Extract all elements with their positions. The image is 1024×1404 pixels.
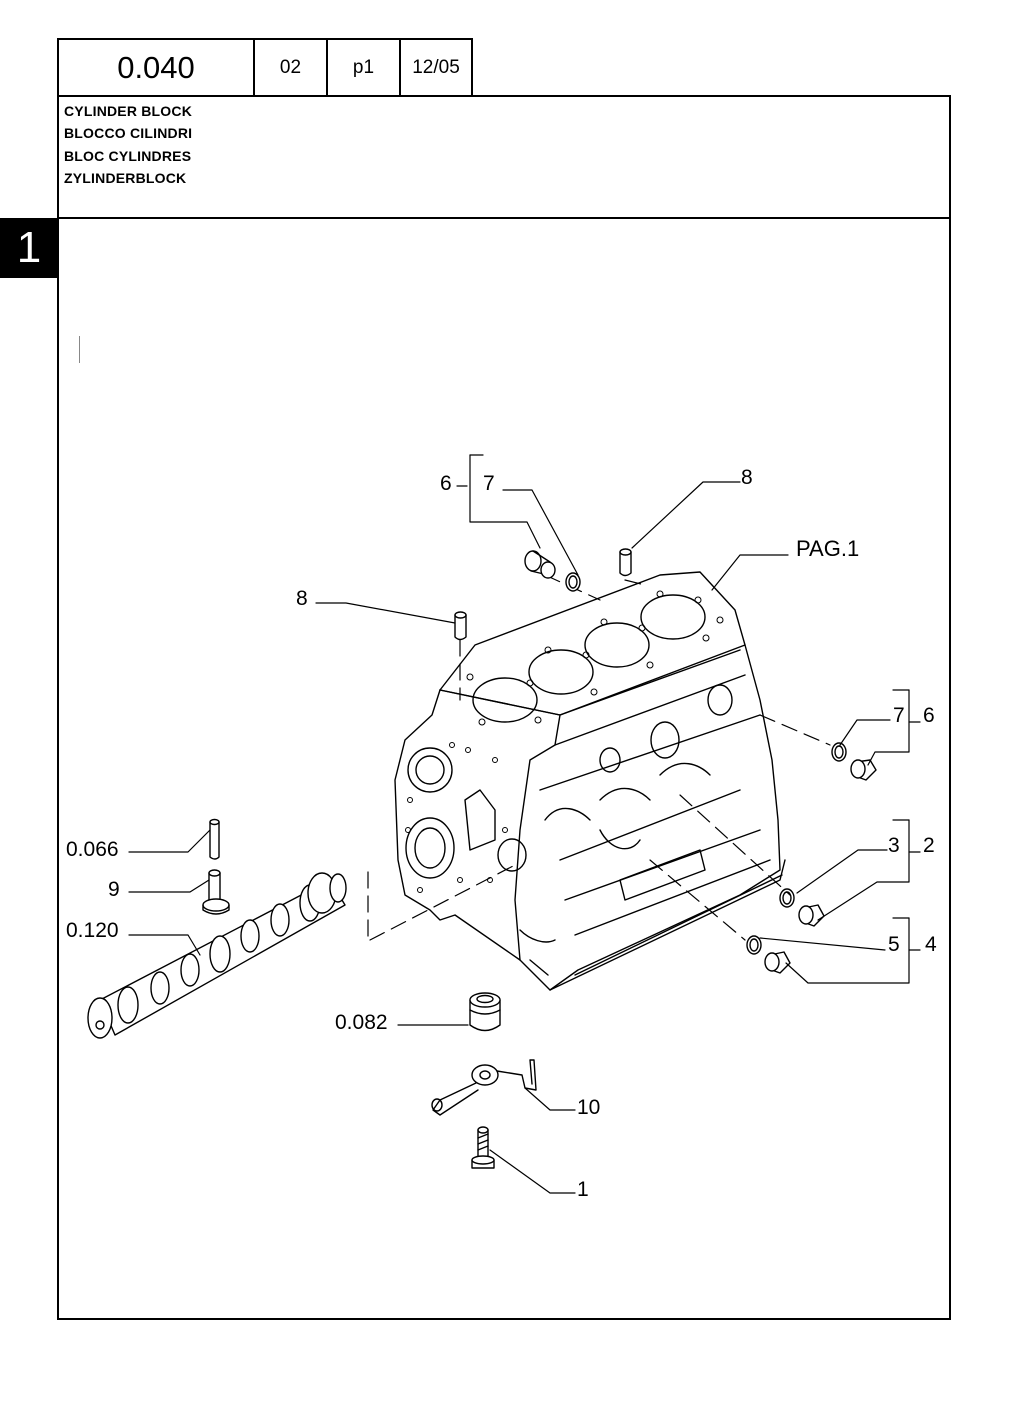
callout-pag1: PAG.1 [796, 536, 859, 561]
pin-drawing [202, 869, 230, 915]
callout-6-top: 6 [440, 472, 452, 495]
title-french: BLOC CYLINDRES [64, 148, 192, 164]
margin-tick [79, 336, 80, 363]
bushing-drawing [209, 818, 220, 860]
bolt-drawing [471, 1126, 495, 1169]
callout-3: 3 [888, 834, 900, 857]
drawing-frame [57, 217, 951, 1320]
callout-10: 10 [577, 1096, 600, 1119]
callout-4: 4 [925, 933, 937, 956]
oil-nozzle-drawing [431, 1059, 537, 1116]
callout-1: 1 [577, 1178, 589, 1201]
dowel-pins-drawing [454, 548, 632, 641]
camshaft-drawing [87, 872, 347, 1039]
callout-0066: 0.066 [66, 838, 119, 861]
page-number: p1 [326, 38, 401, 97]
title-german: ZYLINDERBLOCK [64, 170, 187, 186]
callout-7-right: 7 [893, 704, 905, 727]
callout-8-left: 8 [296, 587, 308, 610]
leader-lines [128, 454, 921, 1194]
callout-0082: 0.082 [335, 1011, 388, 1034]
callout-6-right: 6 [923, 704, 935, 727]
section-tab: 1 [0, 218, 58, 278]
callout-2: 2 [923, 834, 935, 857]
callout-0120: 0.120 [66, 919, 119, 942]
callout-8-top: 8 [741, 466, 753, 489]
catalog-code: 0.040 [57, 38, 255, 97]
piston-drawing [469, 992, 501, 1032]
title-italian: BLOCCO CILINDRI [64, 125, 193, 141]
cylinder-block-drawing [394, 571, 786, 991]
side-plugs-drawing [746, 742, 877, 974]
plug-top-drawing [524, 550, 581, 592]
callout-5: 5 [888, 933, 900, 956]
callout-9: 9 [108, 878, 120, 901]
callout-7-top: 7 [483, 472, 495, 495]
title-english: CYLINDER BLOCK [64, 103, 193, 119]
